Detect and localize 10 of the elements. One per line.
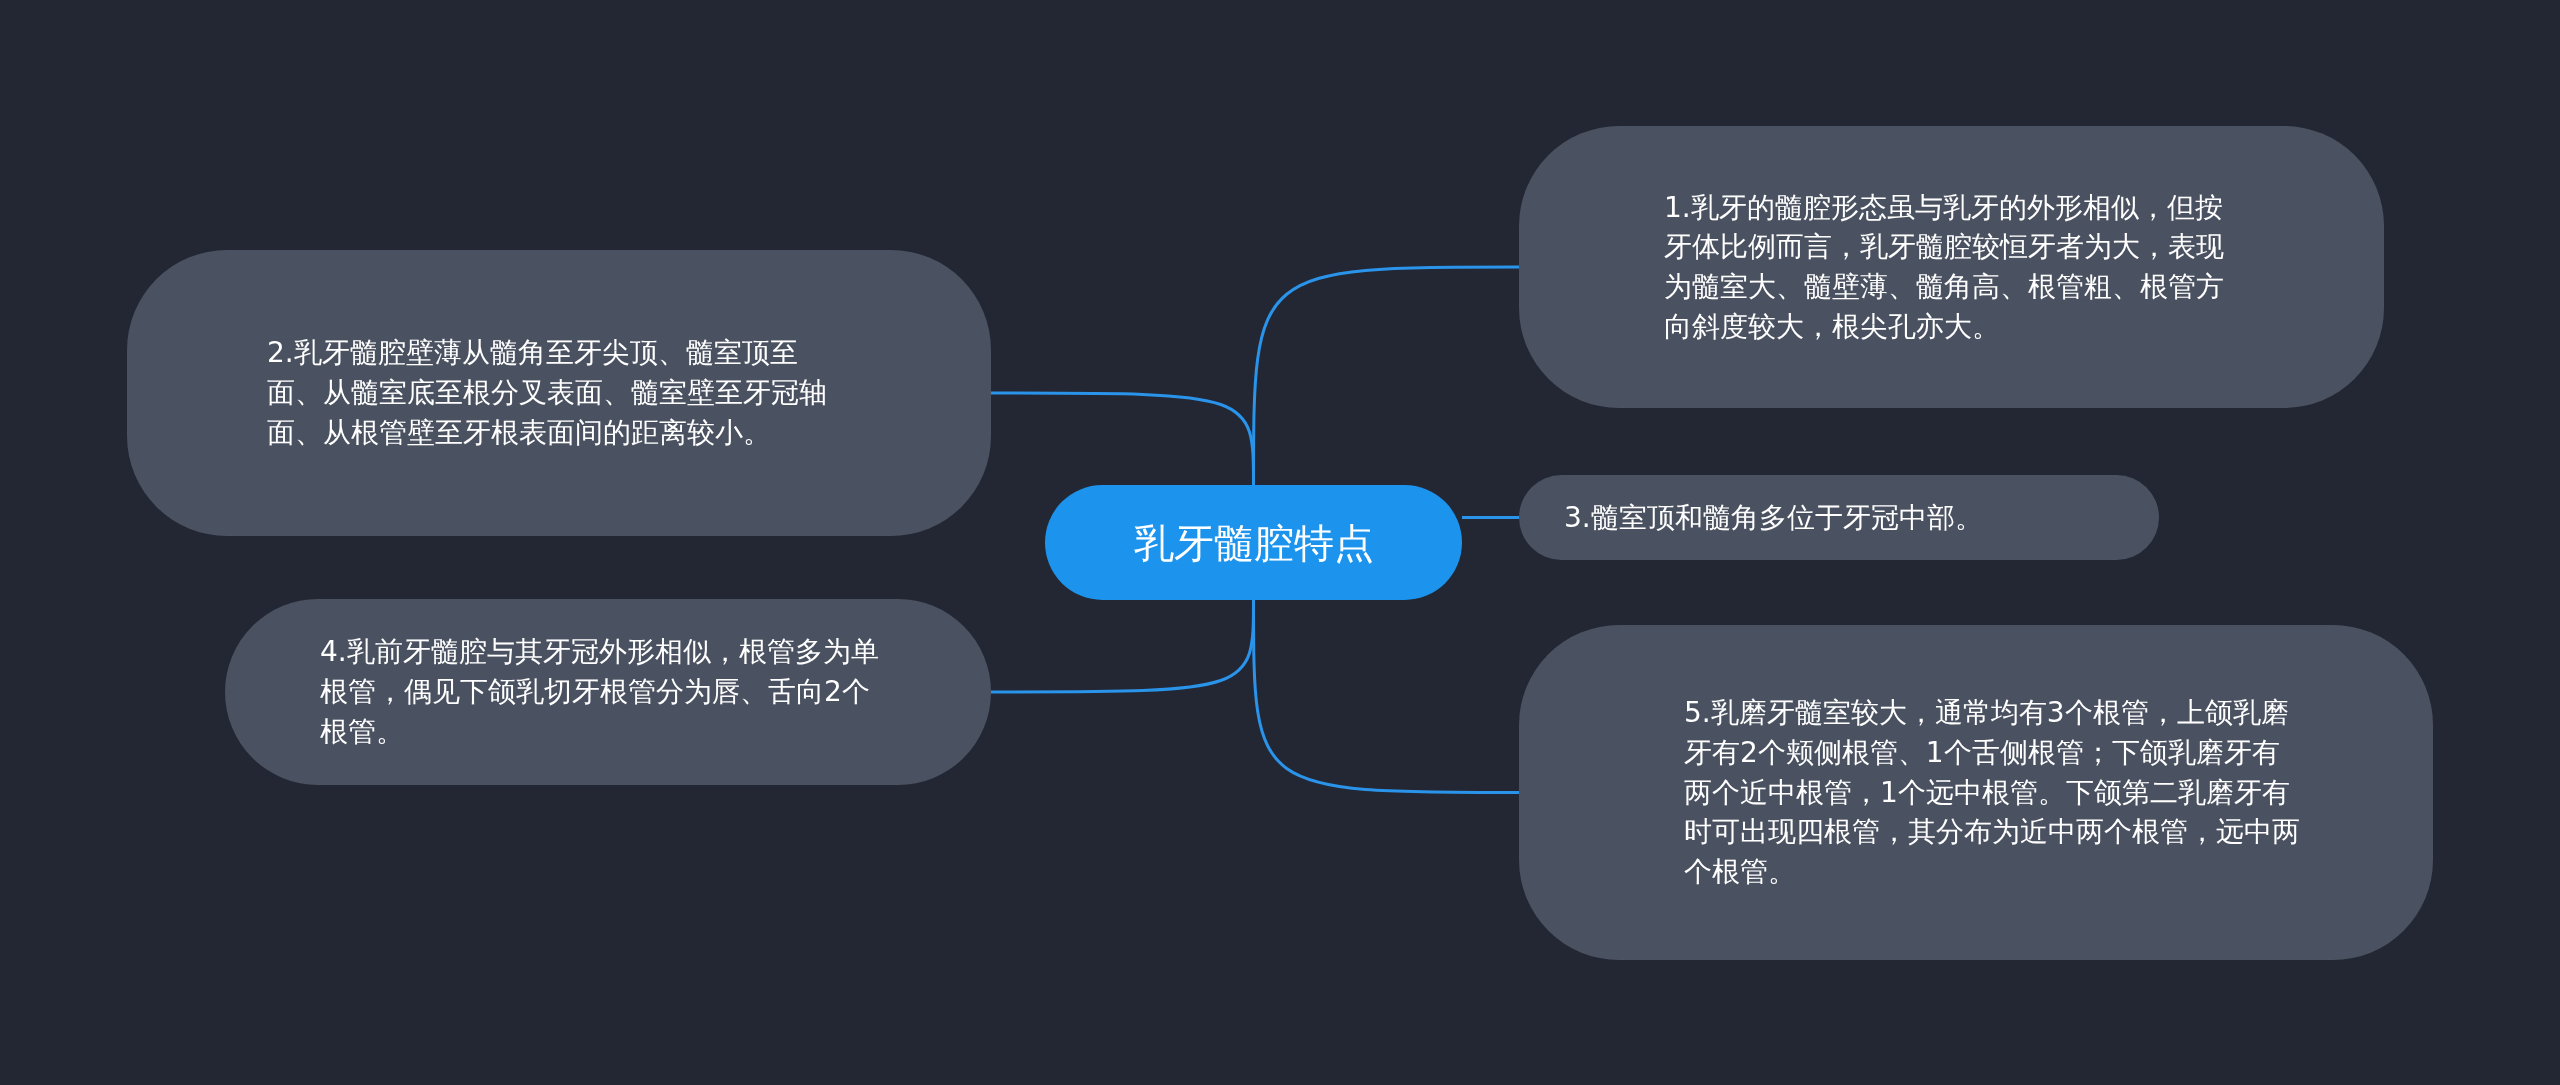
node-text: 2.乳牙髓腔壁薄从髓角至牙尖顶、髓室顶至面、从髓室底至根分叉表面、髓室壁至牙冠轴面、从根管壁至牙根表面间的距离较小。 [267,335,828,451]
node-text: 1.乳牙的髓腔形态虽与乳牙的外形相似，但按牙体比例而言，乳牙髓腔较恒牙者为大，表现为髓室大、髓壁薄、髓角高、根管粗、根管方向斜度较大，根尖孔亦大。 [1664,189,2225,345]
connector-line [991,391,1255,485]
node-text: 3.髓室顶和髓角多位于牙冠中部。 [1564,499,1983,536]
node-text: 5.乳磨牙髓室较大，通常均有3个根管，上颌乳磨牙有2个颊侧根管、1个舌侧根管；下颌乳磨牙有两个近中根管，1个远中根管。下颌第二乳磨牙有时可出现四根管，其分布为近中两个根管，远中两个根管。 [1684,695,2301,891]
subtopic-pill [1519,625,2433,960]
node-text: 4.乳前牙髓腔与其牙冠外形相似，根管多为单根管，偶见下颌乳切牙根管分为唇、舌向2个根管。 [320,634,880,750]
connector-line [1252,600,1519,794]
node-text: 乳牙髓腔特点 [1133,518,1374,567]
connector-line [1462,516,1519,519]
